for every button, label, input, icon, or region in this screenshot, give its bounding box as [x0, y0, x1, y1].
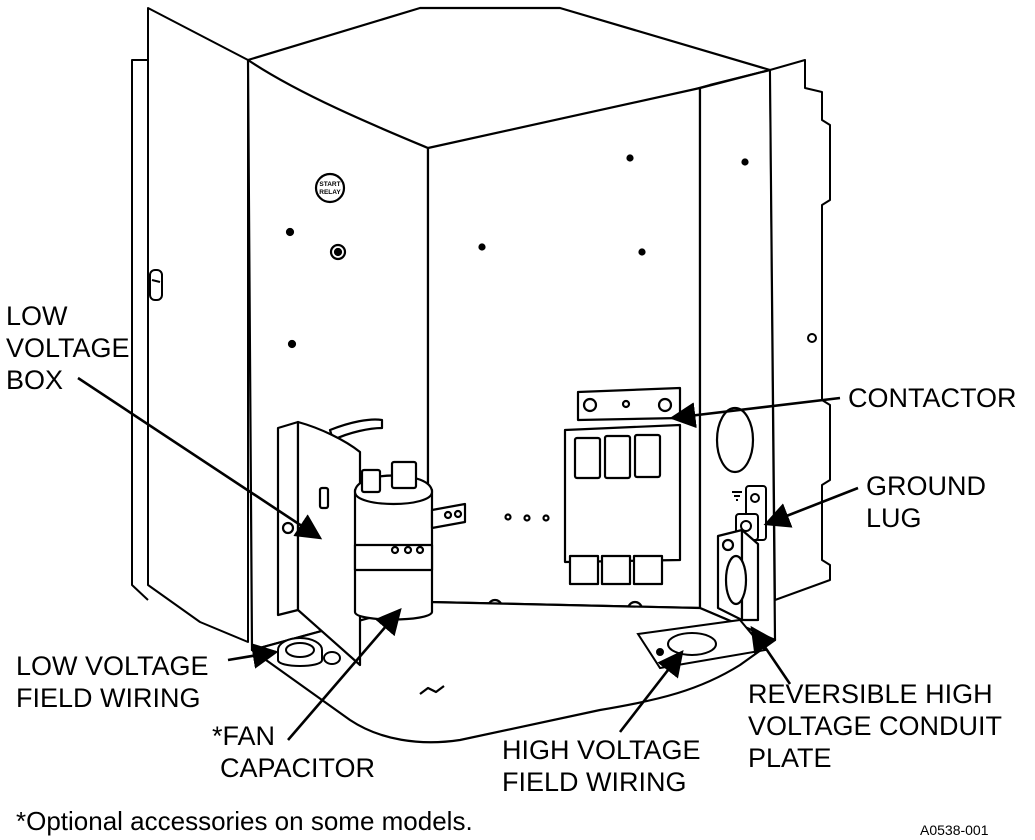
- label-low-voltage-box: LOW VOLTAGE BOX: [6, 300, 130, 396]
- leader-high-voltage-field-wiring: [618, 649, 684, 733]
- ground-lug-part: [732, 485, 767, 541]
- label-line: *FAN: [212, 721, 276, 751]
- reversible-conduit-plate: [716, 528, 760, 622]
- footnote: *Optional accessories on some models.: [16, 806, 473, 836]
- label-line: FIELD WIRING: [16, 683, 201, 713]
- fan-capacitor-part: [353, 460, 467, 621]
- start-relay-text-bottom: RELAY: [319, 189, 341, 196]
- label-line: GROUND: [866, 471, 986, 501]
- low-voltage-grommet: [277, 637, 341, 667]
- label-line: LUG: [866, 503, 922, 533]
- label-contactor: CONTACTOR: [848, 382, 1017, 414]
- left-flange-panel: [131, 7, 249, 643]
- label-high-voltage-field-wiring: HIGH VOLTAGE FIELD WIRING: [502, 734, 701, 798]
- low-voltage-box-part: [276, 420, 362, 667]
- contactor-part: [563, 386, 682, 586]
- label-line: LOW: [6, 301, 68, 331]
- label-line: CAPACITOR: [220, 753, 376, 783]
- start-relay-text-top: START: [319, 181, 340, 188]
- label-line: REVERSIBLE HIGH: [748, 679, 993, 709]
- label-line: HIGH VOLTAGE: [502, 735, 701, 765]
- label-line: FIELD WIRING: [502, 767, 687, 797]
- leader-fan-capacitor: [287, 608, 402, 741]
- label-line: LOW VOLTAGE: [16, 651, 209, 681]
- label-low-voltage-field-wiring: LOW VOLTAGE FIELD WIRING: [16, 650, 209, 714]
- leader-reversible-plate: [750, 625, 792, 685]
- label-line: VOLTAGE CONDUIT: [748, 711, 1003, 741]
- label-line: VOLTAGE: [6, 333, 130, 363]
- label-ground-lug: GROUND LUG: [866, 470, 986, 534]
- label-line: CONTACTOR: [848, 383, 1017, 413]
- leader-low-voltage-box: [77, 376, 323, 540]
- leader-lines: [77, 376, 859, 741]
- leader-low-voltage-field-wiring: [227, 643, 279, 669]
- start-relay-knockout: [314, 172, 346, 204]
- figure-code: A0538-001: [920, 822, 989, 838]
- label-line: BOX: [6, 365, 64, 395]
- label-reversible-plate: REVERSIBLE HIGH VOLTAGE CONDUIT PLATE: [748, 678, 1002, 774]
- leader-ground-lug: [763, 486, 859, 528]
- label-line: PLATE: [748, 743, 832, 773]
- label-fan-capacitor: *FAN CAPACITOR: [212, 720, 375, 784]
- leader-contactor: [669, 396, 841, 429]
